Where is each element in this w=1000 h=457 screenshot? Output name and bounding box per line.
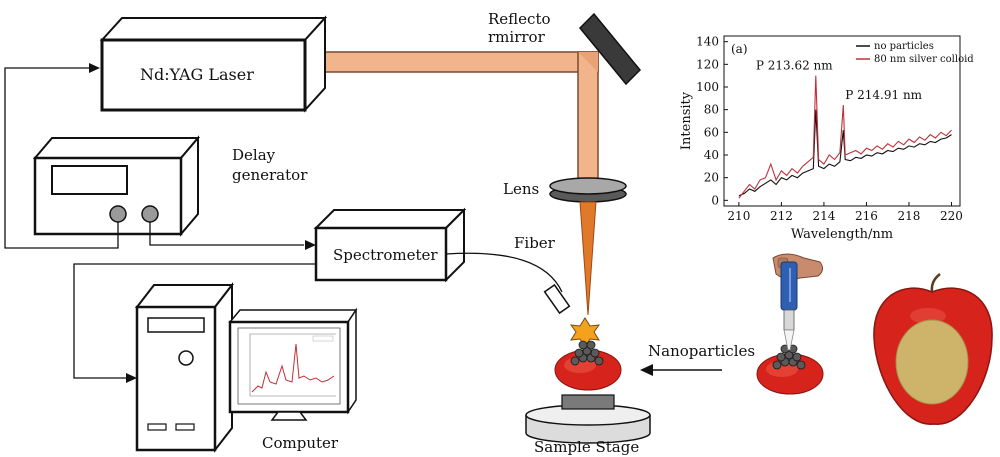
x-tick-label: 214 <box>812 209 835 223</box>
delay-label-line2: generator <box>232 166 308 184</box>
dropped-nanoparticle-cluster <box>772 344 806 370</box>
x-tick-label: 212 <box>770 209 793 223</box>
series-silver-colloid-line <box>738 75 952 199</box>
y-tick-label: 100 <box>696 80 719 94</box>
wire-arrow-spectrometer <box>305 240 316 250</box>
series-no-particles-line <box>738 109 952 197</box>
x-tick-label: 220 <box>940 209 963 223</box>
y-tick-label: 40 <box>704 148 719 162</box>
fiber-probe <box>543 283 571 315</box>
x-tick-label: 218 <box>898 209 921 223</box>
nanoparticles-arrowhead <box>640 364 653 376</box>
laser-label: Nd:YAG Laser <box>140 65 254 84</box>
wire-arrow-laser <box>89 63 100 73</box>
laser-beam <box>311 51 599 181</box>
delay-label-line1: Delay <box>232 146 276 164</box>
apple-icon <box>873 273 993 425</box>
x-tick-label: 210 <box>727 209 750 223</box>
wire-arrow-computer <box>126 373 137 383</box>
annotation-peak-214: P 214.91 nm <box>845 88 922 102</box>
chart-ticks: 210 212 214 216 218 220 0 20 40 60 80 100 120 140 <box>696 35 963 223</box>
y-tick-label: 20 <box>704 171 719 185</box>
fiber-cable <box>445 252 563 293</box>
sample-stage <box>525 394 651 444</box>
legend-silver-colloid: 80 nm silver colloid <box>874 54 974 65</box>
spectrum-chart: 210 212 214 216 218 220 0 20 40 60 80 100 120 140 (a)… <box>679 35 974 242</box>
sample-stage-label: Sample Stage <box>534 438 639 456</box>
lens <box>549 177 627 203</box>
signal-wires <box>4 67 316 379</box>
chart-panel-label: (a) <box>731 42 748 56</box>
fiber-label: Fiber <box>514 234 556 252</box>
chart-y-axis-label: Intensity <box>679 91 694 150</box>
focused-laser-cone <box>579 201 597 316</box>
annotation-peak-213: P 213.62 nm <box>756 59 833 73</box>
spectrometer-label: Spectrometer <box>333 246 438 264</box>
chart-series <box>738 75 952 199</box>
x-tick-label: 216 <box>855 209 878 223</box>
y-tick-label: 60 <box>704 125 719 139</box>
chart-legend: no particles 80 nm silver colloid <box>856 41 974 65</box>
legend-no-particles: no particles <box>874 41 934 52</box>
laser-box <box>99 15 328 113</box>
reflecting-mirror <box>578 12 642 86</box>
chart-x-axis-label: Wavelength/nm <box>791 227 893 242</box>
computer-monitor <box>228 307 358 421</box>
lens-label: Lens <box>503 180 539 198</box>
computer-tower <box>134 282 235 453</box>
mirror-label-line1: Reflecto <box>488 10 551 28</box>
y-tick-label: 80 <box>704 103 719 117</box>
computer-label: Computer <box>262 434 339 452</box>
y-tick-label: 140 <box>696 35 719 49</box>
mirror-label-line2: rmirror <box>488 28 546 46</box>
delay-generator <box>32 135 201 237</box>
spectrometer <box>313 207 467 283</box>
nanoparticles-label: Nanoparticles <box>648 342 755 360</box>
nanoparticle-cluster <box>570 340 604 366</box>
pipette-icon <box>772 253 824 351</box>
y-tick-label: 120 <box>696 57 719 71</box>
y-tick-label: 0 <box>711 193 719 207</box>
